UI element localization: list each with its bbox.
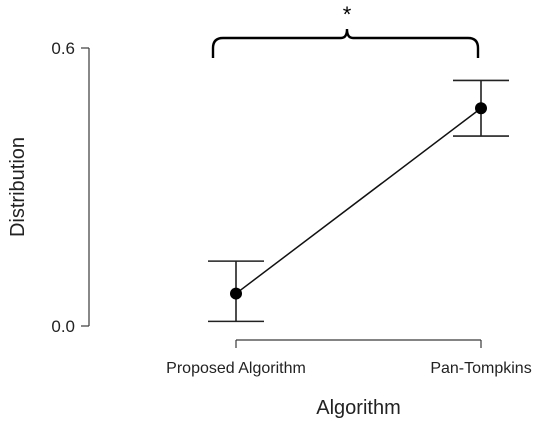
data-point xyxy=(475,102,487,115)
series-line xyxy=(235,107,482,295)
x-axis-title: Algorithm xyxy=(316,397,400,419)
x-tick-label: Pan-Tompkins xyxy=(430,360,531,377)
y-axis: 0.0 0.6 xyxy=(51,39,90,336)
significance-annotation: * xyxy=(211,2,480,58)
plot-area xyxy=(208,79,509,323)
data-point xyxy=(230,287,242,300)
significance-bracket xyxy=(211,28,480,58)
y-tick-label: 0.6 xyxy=(51,39,75,58)
x-axis: Proposed Algorithm Pan-Tompkins xyxy=(166,339,532,377)
x-tick-label: Proposed Algorithm xyxy=(166,360,306,377)
y-axis-title: Distribution xyxy=(7,137,29,237)
y-tick-label: 0.0 xyxy=(51,317,75,336)
significance-label: * xyxy=(343,2,352,27)
